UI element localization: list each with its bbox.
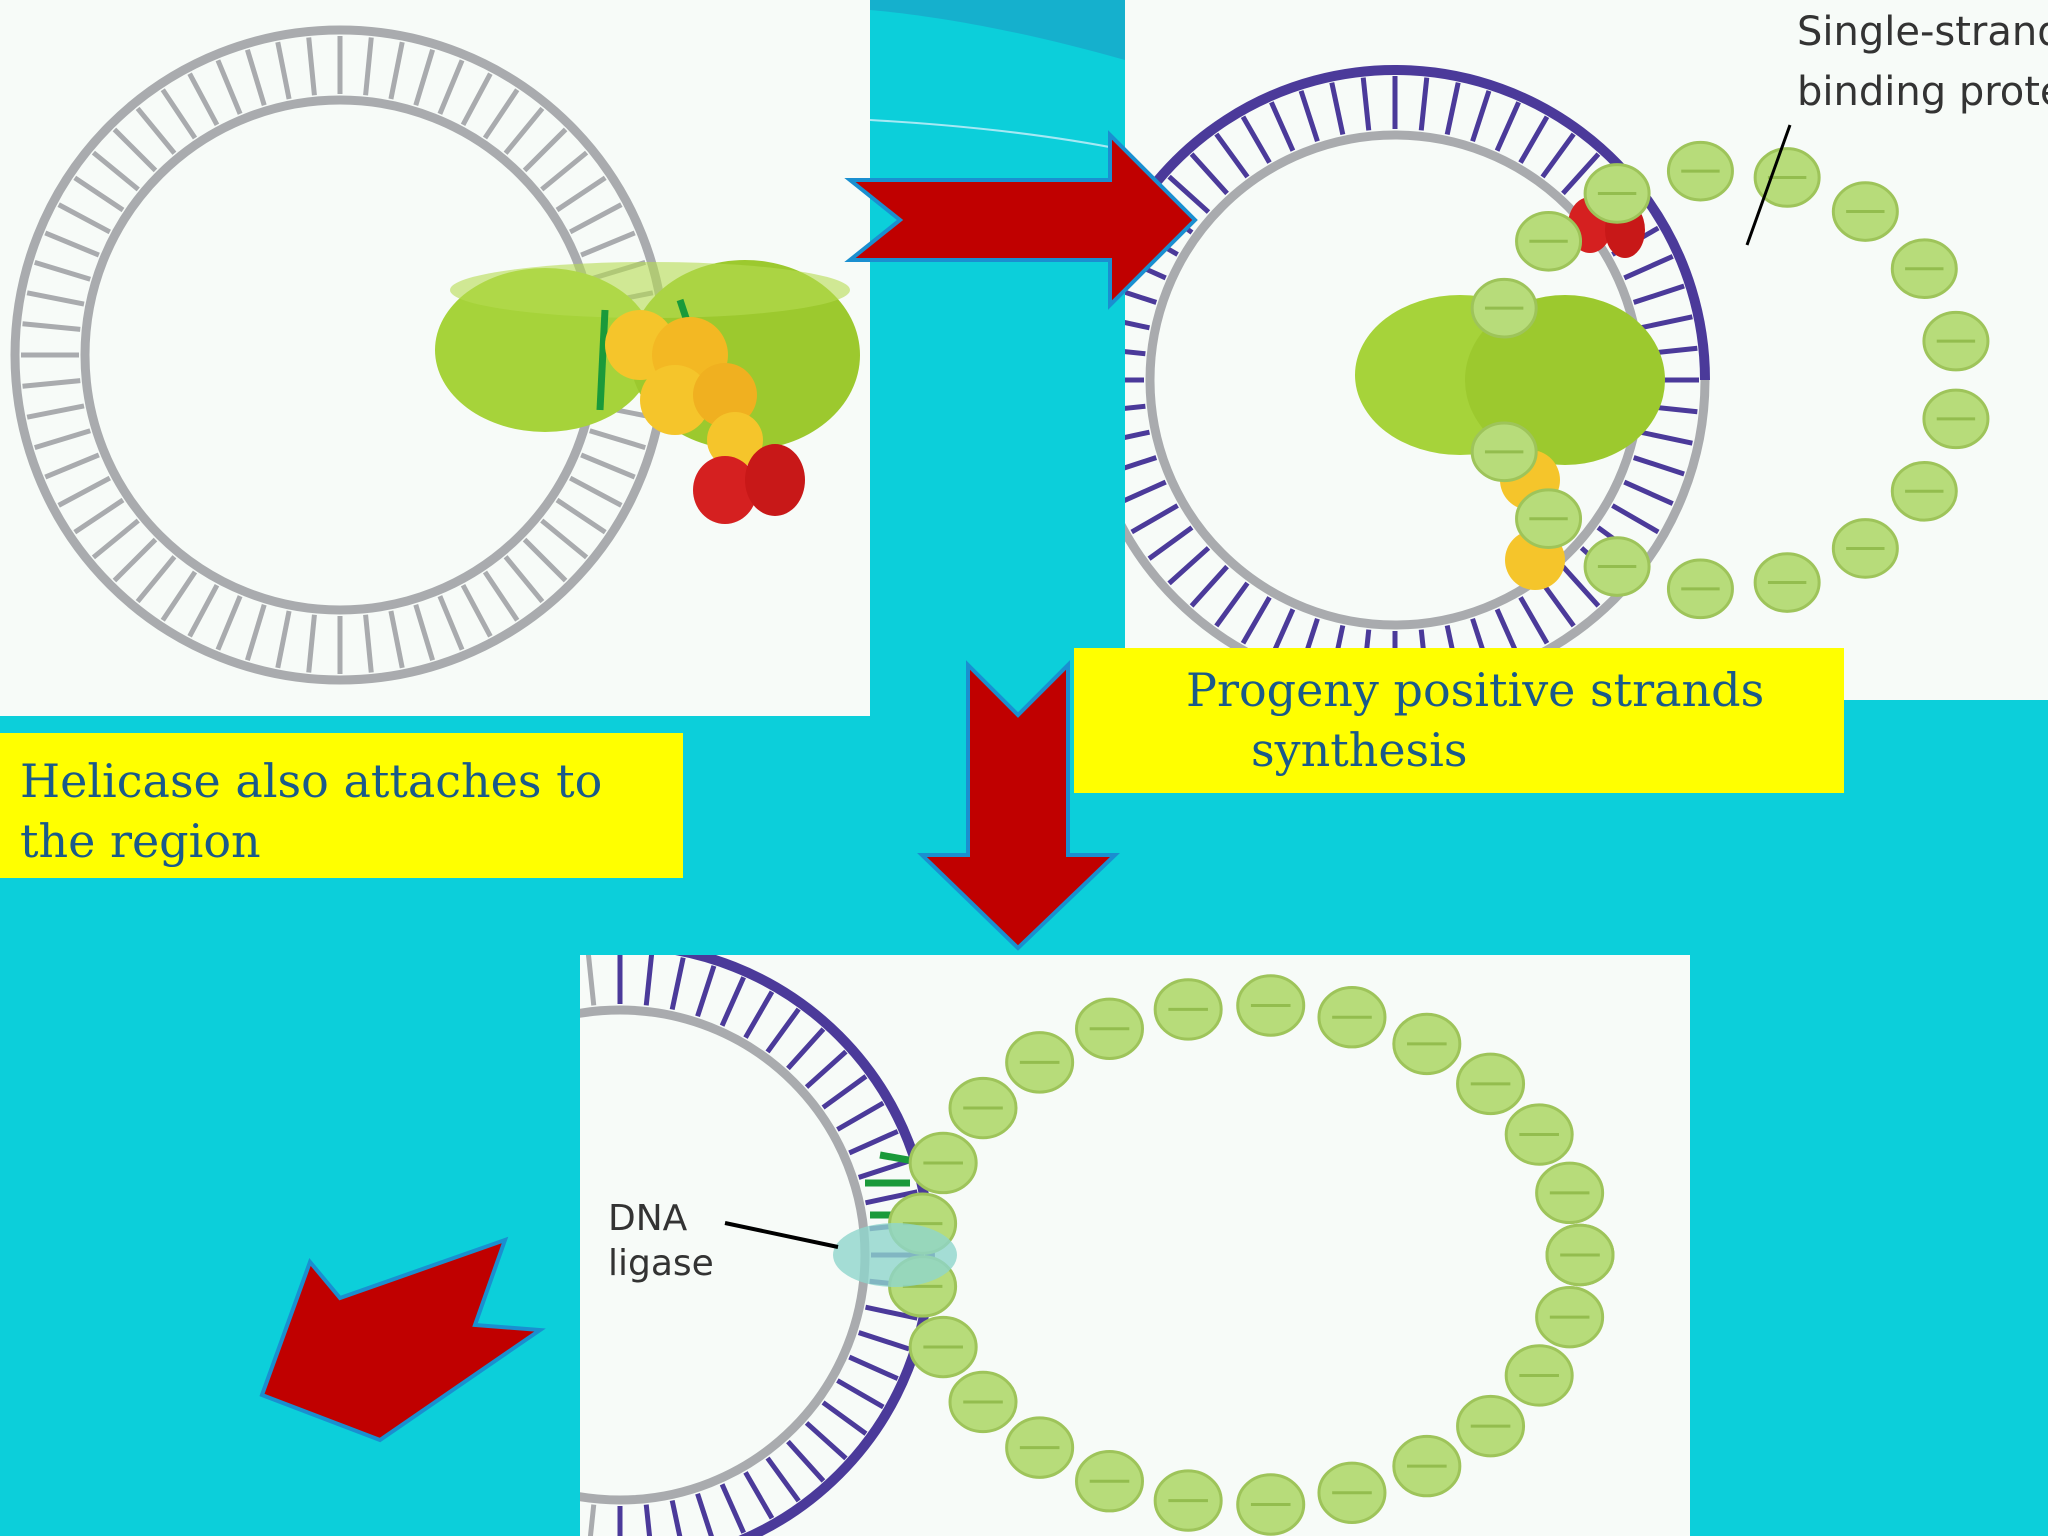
panel-progeny-synthesis: Single-strand binding protein [1125,0,2048,700]
ssb-label-line1: Single-strand [1797,9,2048,55]
caption-progeny-line1: Progeny positive strands [1186,663,1765,717]
ligase-label-line1: DNA [608,1198,688,1239]
single-strand-binding-proteins [1470,140,1990,620]
caption-progeny-line2: synthesis [1251,723,1468,777]
rolling-circle-diagram: Single-strand binding protein [1125,9,2048,695]
dna-ligase-enzyme [833,1223,957,1287]
circular-dna-diagram [10,25,860,685]
panel-helicase-binding [0,0,870,716]
caption-helicase-text: Helicase also attaches to the region [20,754,603,868]
ligase-pointer-line [724,1221,839,1249]
helicase-protein [605,310,763,468]
ssb-label-line2: binding protein [1797,69,2048,115]
ssb-pointer-line [1745,124,1792,246]
caption-helicase: Helicase also attaches to the region [0,733,683,878]
panel-dna-ligase: DNA ligase [580,955,1690,1536]
single-strand-binding-proteins [888,974,1615,1536]
red-protein [693,444,805,524]
ligase-diagram: DNA ligase [580,955,1615,1536]
caption-progeny: Progeny positive strands synthesis [1074,648,1844,793]
ligase-label-line2: ligase [608,1243,714,1284]
